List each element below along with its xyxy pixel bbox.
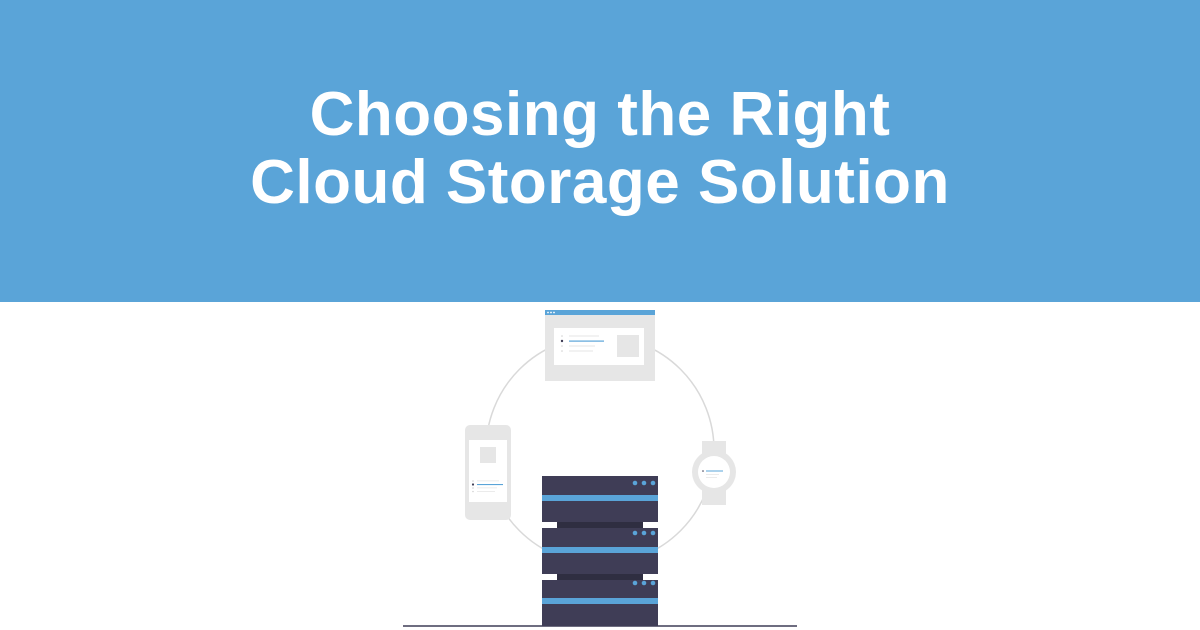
title-line-1: Choosing the Right (309, 79, 891, 149)
hero-banner: Choosing the Right Cloud Storage Solutio… (0, 0, 1200, 302)
smartwatch-icon (692, 441, 736, 505)
page-title: Choosing the Right Cloud Storage Solutio… (250, 79, 950, 217)
browser-window-icon (545, 310, 655, 381)
server-rack-icon (542, 476, 658, 626)
smartphone-icon (465, 425, 511, 520)
title-line-2: Cloud Storage Solution (250, 148, 950, 217)
